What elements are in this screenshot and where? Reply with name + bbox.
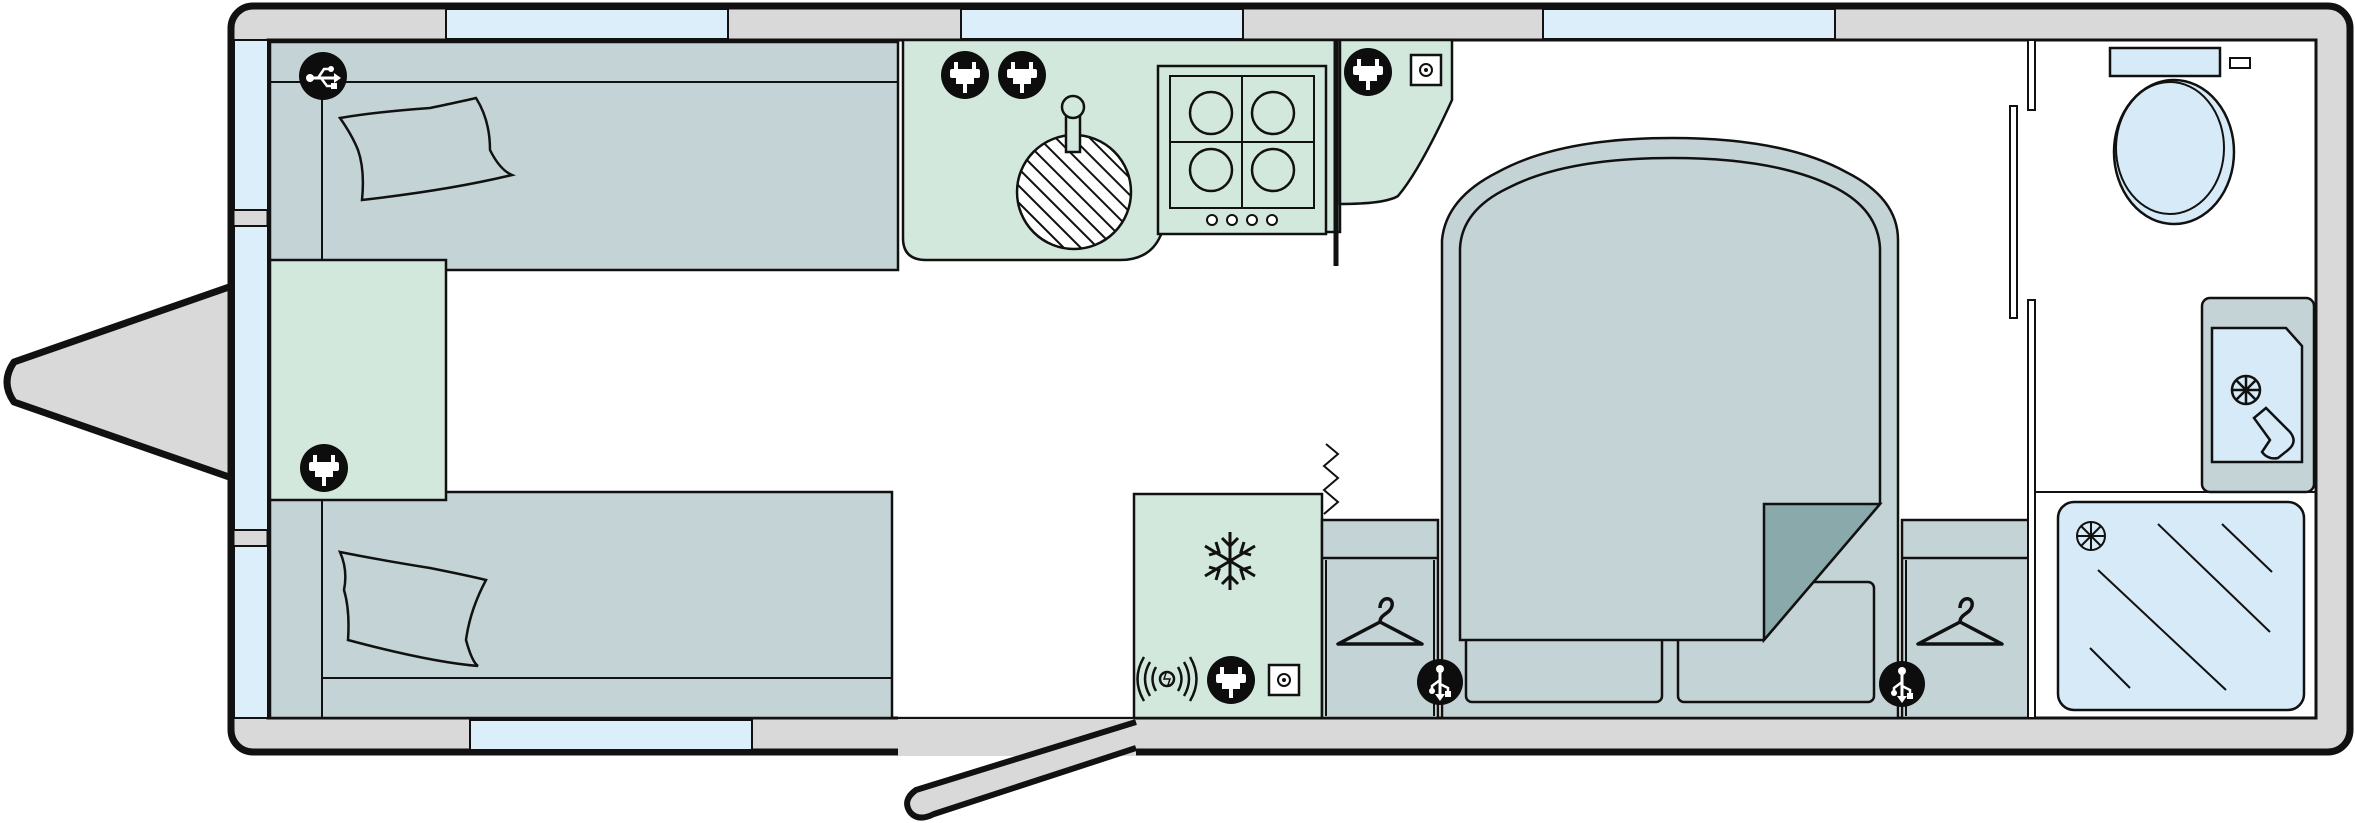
usb-down-icon [1877,659,1927,709]
window [233,39,269,211]
usb-socket-icon [297,50,349,102]
shower-tray-icon [2056,500,2306,712]
snowflake-icon [1204,532,1256,590]
tow-hitch [3,282,236,482]
bedding-fold [1762,502,1883,644]
mains-socket-icon [300,444,348,492]
toilet-icon [2112,78,2236,226]
tv-aerial-socket-icon [1409,53,1443,87]
entrance-door [904,719,1137,821]
window [960,8,1244,40]
mains-socket-icon [998,51,1046,99]
usb-down-icon [1415,657,1465,707]
pillow-icon [337,96,517,202]
window [445,8,729,40]
wireless-charging-icon [1136,656,1198,702]
window [233,225,269,531]
tv-aerial-socket-icon [1267,663,1301,697]
heater-zigzag-icon [1322,443,1340,515]
mains-socket-icon [1207,656,1255,704]
bedside-table [268,258,448,502]
pillow-icon [337,550,488,668]
mains-socket-icon [1344,48,1392,96]
tap-drain-icon [2230,374,2262,406]
window [469,719,753,751]
window [1542,8,1836,40]
window [233,545,269,719]
mains-socket-icon [941,51,989,99]
